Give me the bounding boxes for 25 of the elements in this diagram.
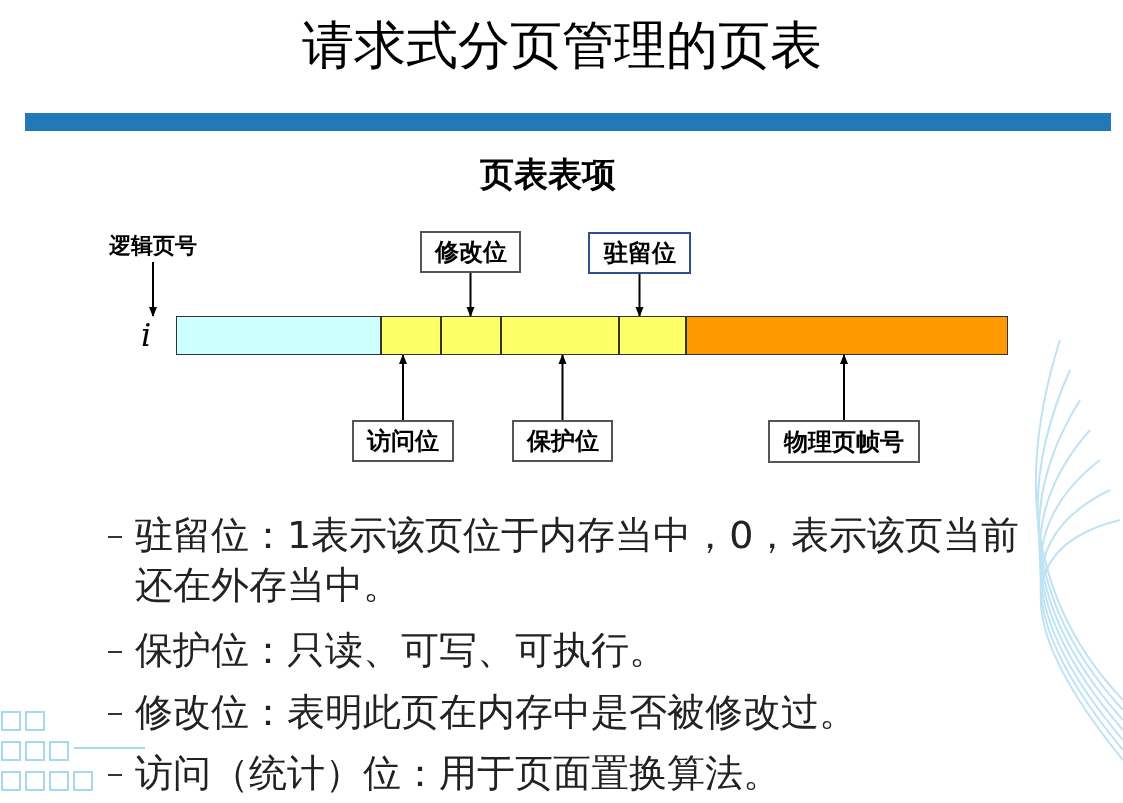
caption-text: 逻辑页号 [98, 230, 208, 262]
arrow [149, 261, 157, 317]
bullet-text: 保护位：只读、可写、可执行。 [135, 627, 668, 674]
bullet-text: 修改位：表明此页在内存中是否被修改过。 [135, 689, 858, 736]
index-symbol: i [134, 316, 158, 354]
arrow [466, 272, 475, 317]
page-title: 请求式分页管理的页表 [300, 14, 823, 77]
label-box: 修改位 [420, 231, 521, 273]
table-field [176, 316, 381, 355]
label-box: 保护位 [512, 420, 613, 462]
label-box: 物理页帧号 [768, 420, 920, 463]
table-field [501, 316, 619, 355]
bullet-text: 访问（统计）位：用于页面置换算法。 [135, 750, 782, 797]
arrow [635, 273, 644, 317]
diagram-heading: 页表表项 [479, 153, 617, 196]
label-box: 驻留位 [588, 232, 691, 274]
table-field [441, 316, 501, 355]
bullet-text: 驻留位：1表示该页位于内存当中，0，表示该页当前还在外存当中。 [135, 512, 1021, 609]
table-field [686, 316, 1008, 355]
arrow [399, 354, 407, 421]
arrow [840, 354, 848, 421]
table-field [619, 316, 686, 355]
table-field [381, 316, 441, 355]
arrow [558, 354, 567, 421]
label-box: 访问位 [352, 420, 454, 462]
